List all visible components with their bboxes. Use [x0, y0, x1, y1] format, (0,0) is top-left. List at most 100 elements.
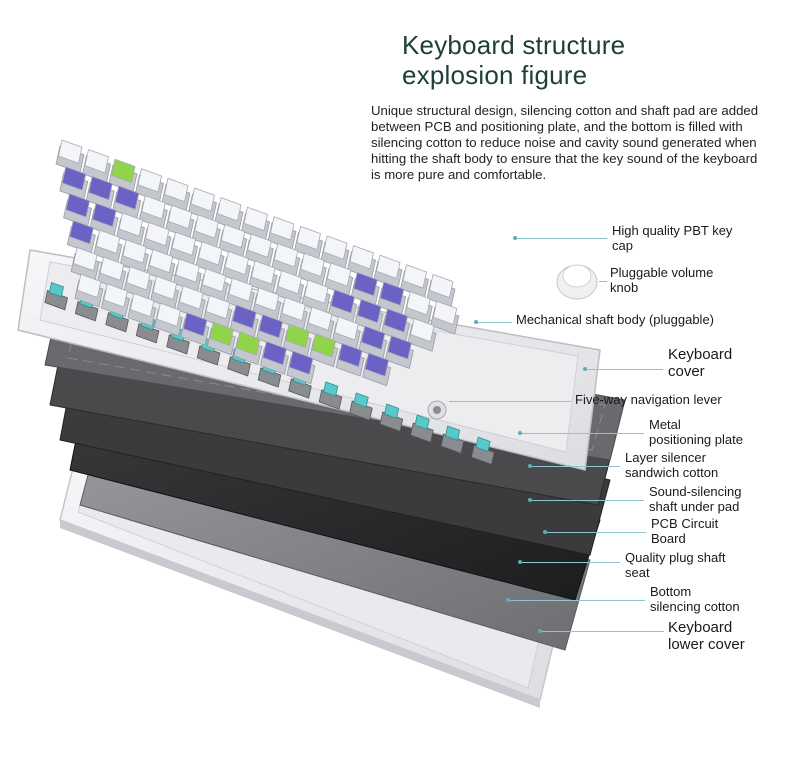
keycap — [271, 243, 301, 277]
keycap — [282, 323, 312, 358]
leader-dot-shaftpad — [528, 498, 532, 502]
keycap — [377, 281, 407, 316]
keycap-top — [209, 321, 234, 347]
keycap-top — [334, 316, 359, 341]
navigation-lever — [427, 400, 447, 420]
leader-cover — [585, 369, 663, 370]
keycap — [328, 289, 358, 323]
keycap — [169, 231, 199, 266]
keycap-top — [198, 241, 223, 266]
keycap-top — [95, 229, 121, 254]
keycap-top — [224, 250, 250, 276]
keycap-top — [137, 168, 162, 193]
keycap-top — [410, 317, 435, 343]
callout-bottom-cotton: Bottom silencing cotton — [650, 584, 740, 614]
keycap-top — [190, 187, 215, 212]
keycap — [350, 271, 380, 306]
keycap — [225, 277, 255, 312]
keycap-top — [58, 139, 83, 164]
keycap-top — [76, 273, 102, 299]
keycap — [74, 273, 104, 308]
title-line-1: Keyboard structure — [402, 30, 626, 60]
keycap-top — [182, 312, 208, 337]
keycap — [199, 268, 229, 302]
keycap-top — [364, 352, 390, 377]
keycap-top — [360, 325, 386, 350]
switch-stem — [323, 381, 339, 397]
keycap-top — [330, 289, 356, 314]
keycap-top — [387, 335, 412, 360]
leader-dot-switch — [474, 320, 478, 324]
callout-plate: Metal positioning plate — [649, 417, 743, 447]
keycap-top — [220, 223, 246, 249]
keycap-top — [281, 296, 306, 322]
keycap-top — [270, 216, 295, 241]
keycap-top — [73, 246, 98, 272]
keycap-top — [92, 202, 117, 228]
keycap-top — [402, 264, 427, 289]
keycap — [116, 212, 146, 247]
keycap-top — [406, 291, 431, 316]
keycap — [381, 308, 411, 343]
leader-knob — [599, 281, 607, 282]
callout-shaftpad: Sound-silencing shaft under pad — [649, 484, 742, 514]
keycap — [259, 340, 289, 375]
keycap-top — [323, 235, 348, 260]
keycap-top — [383, 308, 409, 333]
callout-cover: Keyboard cover — [668, 346, 733, 380]
keycap-top — [232, 304, 257, 329]
keycap — [305, 306, 335, 341]
switch-stem — [48, 282, 64, 298]
keycap — [275, 269, 305, 304]
keycap-top — [304, 279, 329, 304]
keycap-top — [152, 275, 178, 301]
keycap-top — [111, 158, 136, 183]
keycap-top — [228, 277, 253, 302]
keycap — [301, 279, 331, 314]
keycap — [180, 312, 210, 346]
leader-dot-bottom-cotton — [506, 598, 510, 602]
switch — [44, 282, 68, 311]
keycap — [309, 333, 339, 368]
keycap — [97, 256, 127, 291]
keycap-top — [273, 243, 299, 268]
keycap — [403, 291, 433, 325]
leader-dot-plate — [518, 431, 522, 435]
keycap-top — [251, 260, 276, 285]
keycap-top — [288, 350, 314, 375]
keycap — [214, 197, 244, 231]
title-line-2: explosion figure — [402, 60, 588, 90]
keycap — [108, 158, 138, 193]
keycap-top — [194, 214, 219, 239]
keycap — [244, 233, 274, 268]
keycap-top — [338, 342, 363, 368]
callout-nav: Five-way navigation lever — [575, 392, 722, 407]
keycap-top — [175, 258, 200, 283]
keycap-top — [122, 239, 147, 264]
leader-dot-socket — [518, 560, 522, 564]
keycap — [297, 252, 327, 287]
keycap — [138, 195, 168, 229]
keycap — [430, 300, 460, 335]
keycap-top — [357, 298, 382, 324]
switch-stem — [414, 414, 430, 430]
keycap-top — [88, 175, 113, 201]
leader-lower-cover — [540, 631, 664, 632]
leader-bottom-cotton — [508, 600, 645, 601]
switch — [379, 403, 404, 432]
keycap — [286, 350, 316, 385]
keycap-top — [179, 285, 204, 310]
keycap-top — [171, 231, 197, 256]
keycap-top — [353, 271, 378, 297]
keycap — [188, 187, 217, 222]
keycap — [331, 316, 361, 350]
callout-pcb: PCB Circuit Board — [651, 516, 719, 546]
keycap-top — [103, 283, 128, 308]
keycap — [66, 220, 96, 254]
keycap — [324, 262, 354, 297]
callout-lower-cover: Keyboard lower cover — [668, 619, 745, 653]
keycap-top — [129, 292, 155, 318]
switch-stem — [384, 403, 400, 419]
keycap-top — [114, 185, 140, 210]
